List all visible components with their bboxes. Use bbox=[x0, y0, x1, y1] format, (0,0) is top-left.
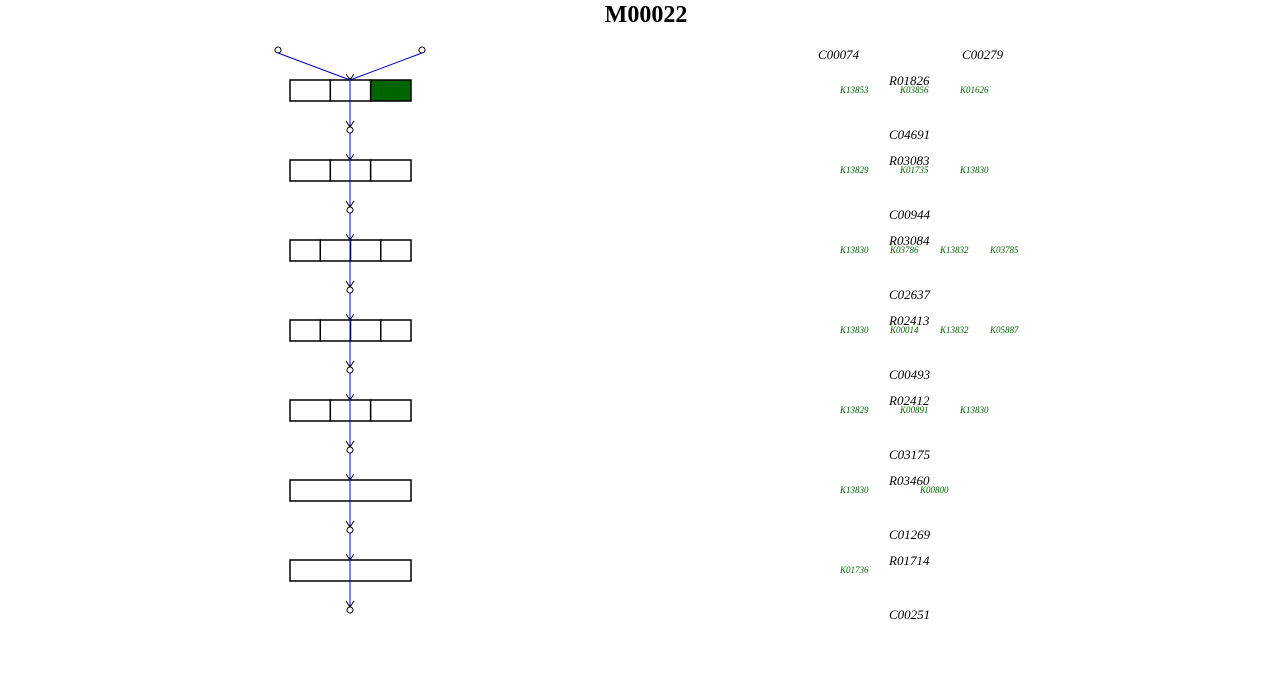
reaction-box-segment bbox=[380, 239, 412, 262]
reaction-box-segment bbox=[319, 239, 352, 262]
ko-label: K13832 bbox=[940, 325, 969, 335]
start-compound-node bbox=[418, 46, 426, 54]
compound-id-label: C00944 bbox=[889, 207, 931, 222]
product-compound-node bbox=[346, 366, 354, 374]
product-compound-node bbox=[346, 606, 354, 614]
ko-label: K03785 bbox=[990, 245, 1019, 255]
compound-id-label: C04691 bbox=[889, 127, 931, 142]
ko-label: K13829 bbox=[840, 405, 869, 415]
module-title: M00022 bbox=[604, 2, 688, 28]
substrate-line bbox=[277, 52, 351, 81]
reaction-box-segment bbox=[289, 399, 332, 422]
ko-label: K00800 bbox=[920, 485, 949, 495]
compound-id-label: C02637 bbox=[889, 287, 931, 302]
product-compound-node bbox=[346, 206, 354, 214]
reaction-box-segment bbox=[319, 319, 352, 342]
reaction-id-label: R03084 bbox=[889, 233, 930, 248]
ko-label: K03856 bbox=[900, 85, 929, 95]
ko-label: K13830 bbox=[840, 245, 869, 255]
product-compound-node bbox=[346, 526, 354, 534]
reaction-box-segment bbox=[349, 319, 382, 342]
compound-id-label: C00251 bbox=[889, 607, 931, 622]
ko-label: K13853 bbox=[840, 85, 869, 95]
ko-label: K13830 bbox=[960, 165, 989, 175]
product-compound-node bbox=[346, 446, 354, 454]
reaction-id-label: R02413 bbox=[889, 313, 930, 328]
compound-id-label: C00074 bbox=[818, 47, 860, 62]
reaction-box-segment bbox=[369, 399, 412, 422]
ko-label: K05887 bbox=[990, 325, 1019, 335]
reaction-box-segment bbox=[380, 319, 412, 342]
reaction-id-label: R01826 bbox=[889, 73, 930, 88]
compound-id-label: C00279 bbox=[962, 47, 1004, 62]
reaction-id-label: R02412 bbox=[889, 393, 930, 408]
reaction-box-segment bbox=[289, 239, 321, 262]
compound-id-label: C01269 bbox=[889, 527, 931, 542]
ko-label: K13830 bbox=[840, 325, 869, 335]
ko-label: K13832 bbox=[940, 245, 969, 255]
product-compound-node bbox=[346, 286, 354, 294]
reaction-id-label: R01714 bbox=[889, 553, 930, 568]
ko-label: K13830 bbox=[960, 405, 989, 415]
reaction-box-segment bbox=[289, 79, 332, 102]
reaction-box-segment bbox=[349, 239, 382, 262]
product-compound-node bbox=[346, 126, 354, 134]
ko-label: K01626 bbox=[960, 85, 989, 95]
compound-id-label: C00493 bbox=[889, 367, 931, 382]
ko-label: K00891 bbox=[900, 405, 929, 415]
reaction-box-segment bbox=[289, 319, 321, 342]
ko-label: K01736 bbox=[840, 565, 869, 575]
substrate-line bbox=[349, 52, 423, 81]
ko-label: K13829 bbox=[840, 165, 869, 175]
compound-id-label: C03175 bbox=[889, 447, 931, 462]
reaction-id-label: R03083 bbox=[889, 153, 930, 168]
ko-label: K00014 bbox=[890, 325, 919, 335]
reaction-box-segment bbox=[289, 159, 332, 182]
reaction-box-segment bbox=[369, 79, 412, 102]
ko-label: K13830 bbox=[840, 485, 869, 495]
start-compound-node bbox=[274, 46, 282, 54]
reaction-box-segment bbox=[369, 159, 412, 182]
ko-label: K01735 bbox=[900, 165, 929, 175]
reaction-id-label: R03460 bbox=[889, 473, 930, 488]
ko-label: K03786 bbox=[890, 245, 919, 255]
